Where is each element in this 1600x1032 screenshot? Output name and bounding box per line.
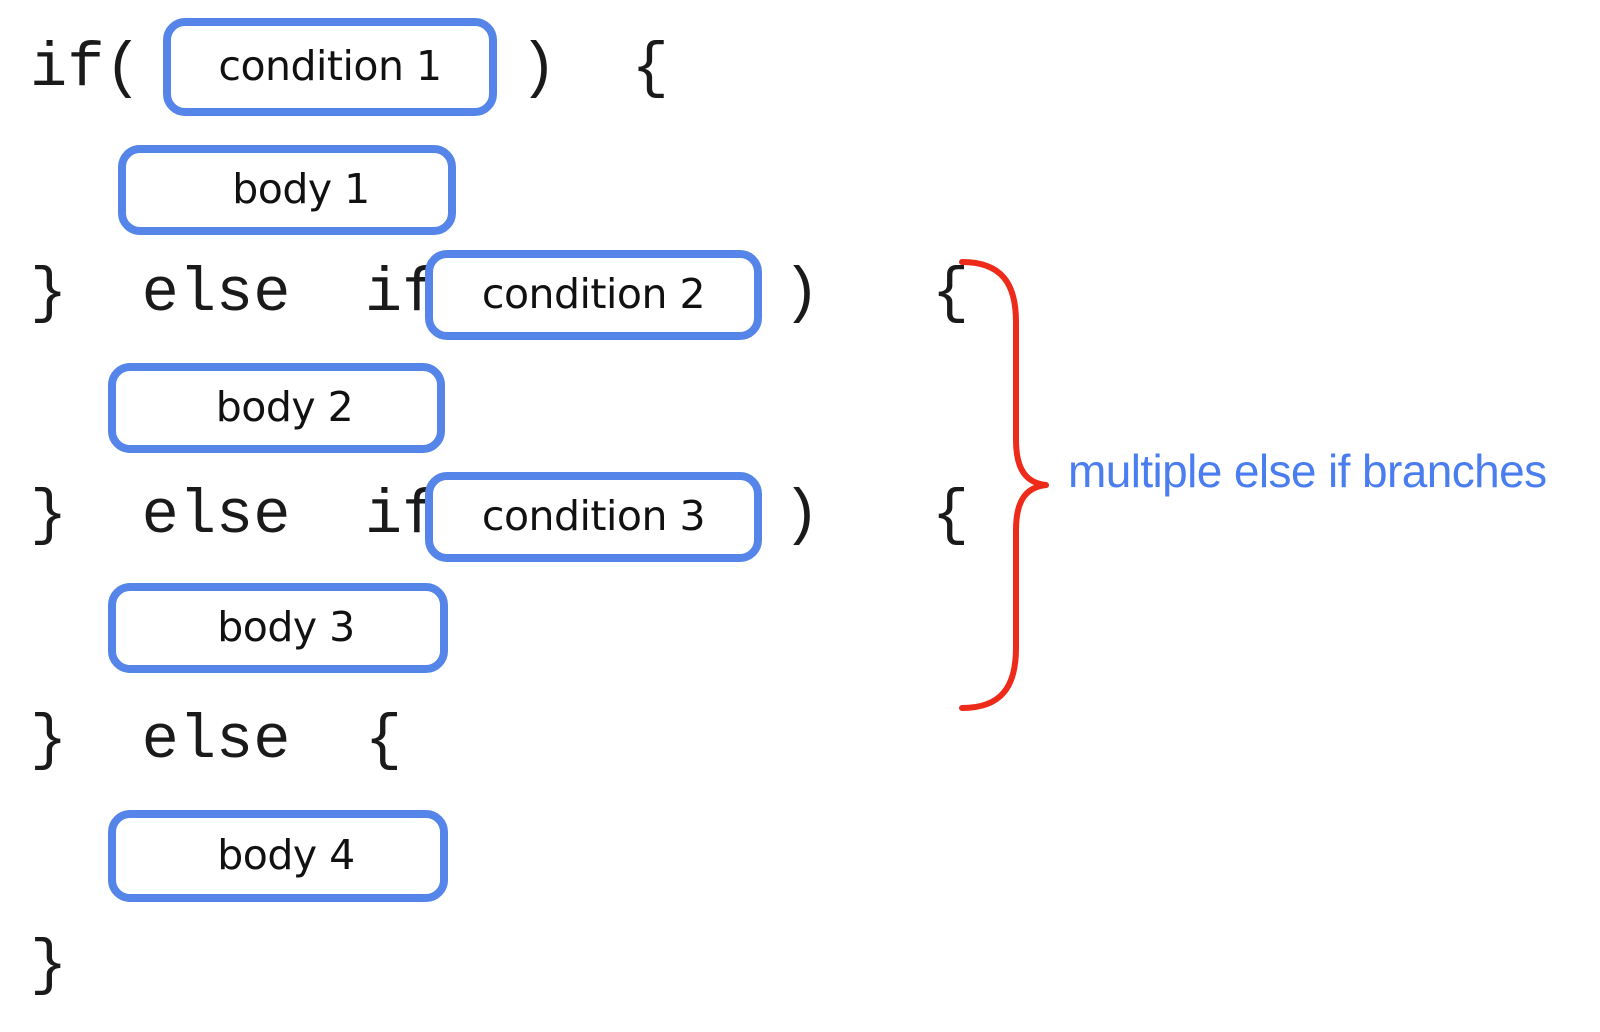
code-line5-prefix: } else if( [30, 480, 477, 551]
box-condition-3-label: condition 3 [481, 492, 706, 540]
code-line7: } else { [30, 705, 403, 776]
box-condition-2[interactable]: condition 2 [425, 250, 762, 340]
code-line9: } [30, 930, 68, 1001]
code-line1-suffix: ) { [520, 33, 669, 104]
box-body-1[interactable]: body 1 [118, 145, 456, 235]
box-condition-2-label: condition 2 [481, 270, 706, 318]
box-body-1-label: body 1 [232, 165, 370, 213]
box-condition-1[interactable]: condition 1 [163, 18, 497, 116]
code-line3-prefix: } else if( [30, 258, 477, 329]
box-condition-3[interactable]: condition 3 [425, 472, 762, 562]
code-line3-suffix: ) { [783, 258, 970, 329]
box-body-2[interactable]: body 2 [108, 363, 445, 453]
red-curly-brace-icon [959, 259, 1049, 711]
box-body-3[interactable]: body 3 [108, 583, 448, 673]
annotation-multiple-else-if-branches: multiple else if branches [1068, 445, 1547, 497]
box-condition-1-label: condition 1 [218, 42, 442, 90]
box-body-3-label: body 3 [217, 603, 355, 651]
box-body-4-label: body 4 [217, 831, 355, 879]
box-body-4[interactable]: body 4 [108, 810, 448, 902]
box-body-2-label: body 2 [215, 383, 354, 431]
code-line5-suffix: ) { [783, 480, 970, 551]
code-line1-prefix: if( [30, 33, 142, 104]
